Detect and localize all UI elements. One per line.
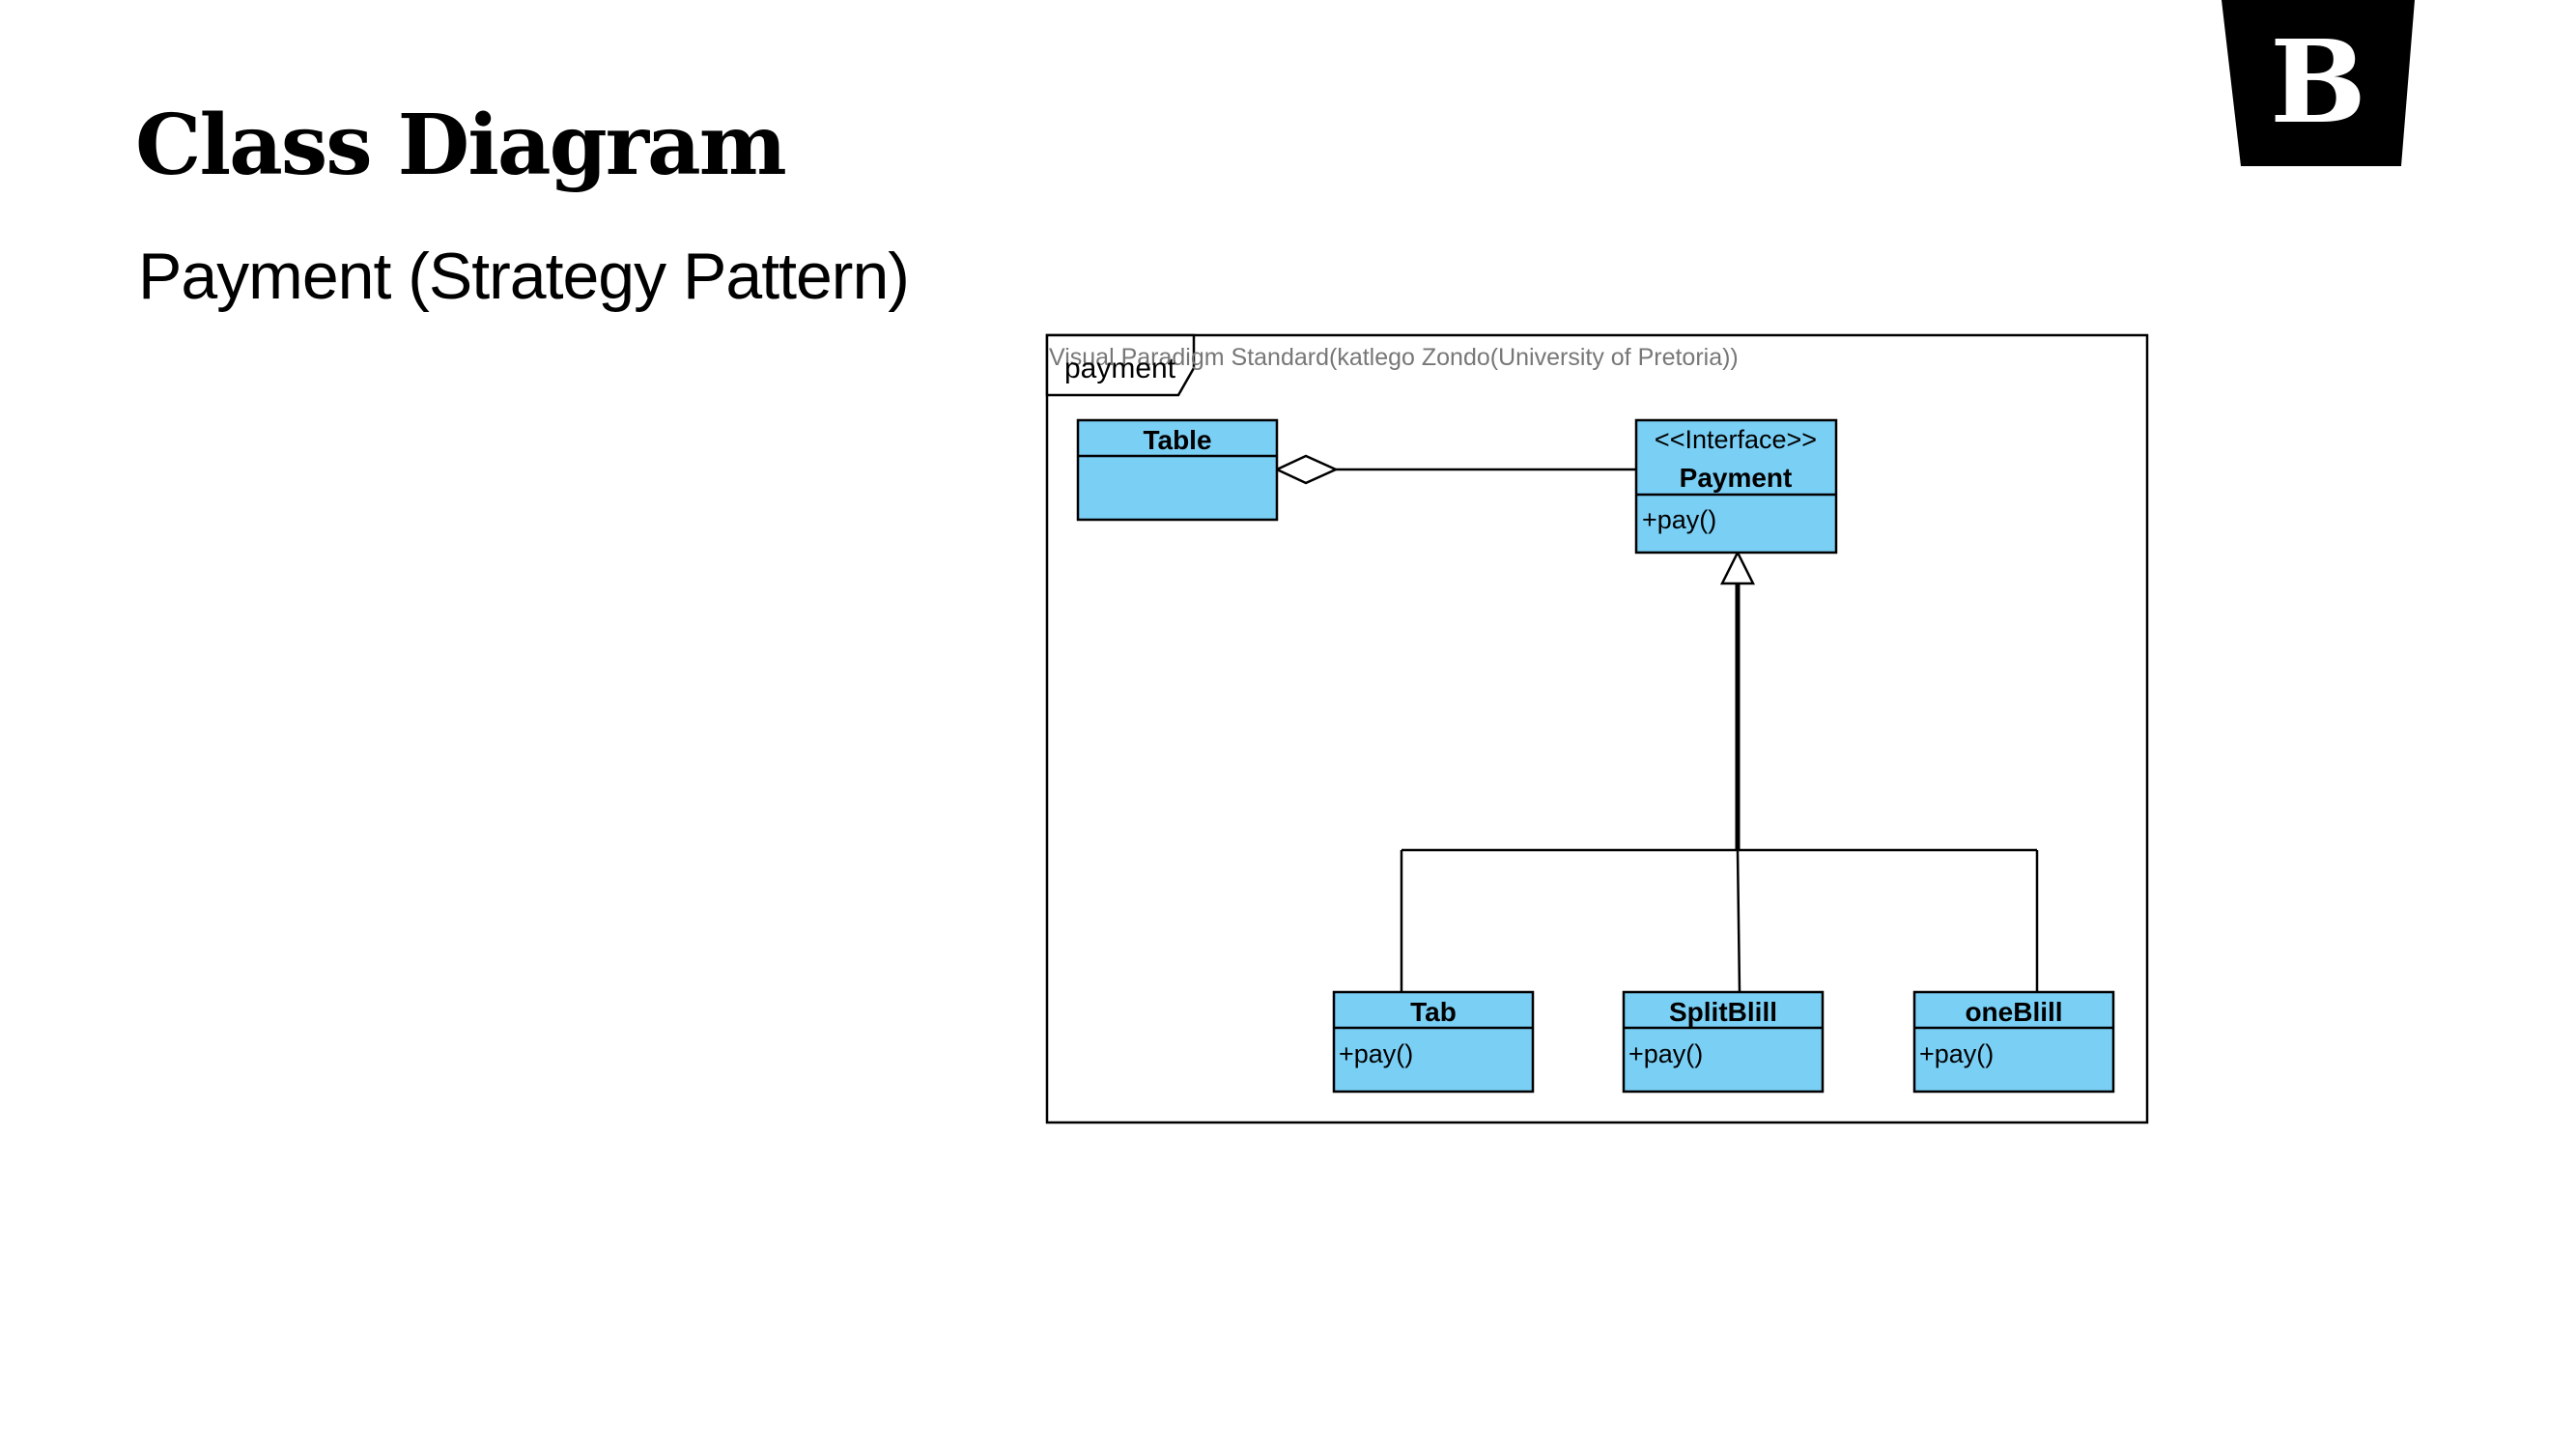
class-onebill-operation: +pay(): [1919, 1039, 1994, 1068]
watermark-text: Visual Paradigm Standard(katlego Zondo(U…: [1049, 344, 1739, 371]
class-table[interactable]: Table: [1076, 418, 1279, 522]
class-payment-stereotype: <<Interface>>: [1655, 425, 1817, 454]
class-onebill-box: [1912, 990, 2115, 1094]
class-payment-box: [1634, 418, 1838, 554]
package-label: payment: [1064, 353, 1176, 384]
class-payment[interactable]: <<Interface>> Payment +pay(): [1634, 418, 1838, 554]
package-label-tab: [1045, 333, 1196, 397]
class-tab[interactable]: Tab +pay(): [1332, 990, 1535, 1094]
realization-arrowhead: [1719, 550, 1756, 585]
class-onebill[interactable]: oneBlill +pay(): [1912, 990, 2115, 1094]
class-tab-name: Tab: [1410, 997, 1457, 1027]
class-payment-operation: +pay(): [1642, 505, 1716, 534]
class-table-box: [1076, 418, 1279, 522]
logo-badge: [2222, 0, 2415, 166]
slide-subtitle: Payment (Strategy Pattern): [138, 240, 910, 313]
class-onebill-name: oneBlill: [1965, 997, 2062, 1027]
class-splitbill-box: [1622, 990, 1825, 1094]
class-splitbill-operation: +pay(): [1628, 1039, 1703, 1068]
realization-branch-splitbill: [1736, 849, 1741, 993]
package-frame: [1045, 333, 2149, 1124]
class-tab-operation: +pay(): [1339, 1039, 1413, 1068]
class-payment-name: Payment: [1680, 463, 1793, 493]
class-splitbill[interactable]: SplitBlill +pay(): [1622, 990, 1825, 1094]
logo-letter: B: [2270, 14, 2366, 149]
class-tab-box: [1332, 990, 1535, 1094]
class-table-name: Table: [1143, 425, 1211, 455]
slide-title: Class Diagram: [135, 97, 787, 194]
aggregation-diamond: [1274, 454, 1340, 485]
class-splitbill-name: SplitBlill: [1669, 997, 1777, 1027]
brand-logo: B: [2222, 0, 2415, 166]
